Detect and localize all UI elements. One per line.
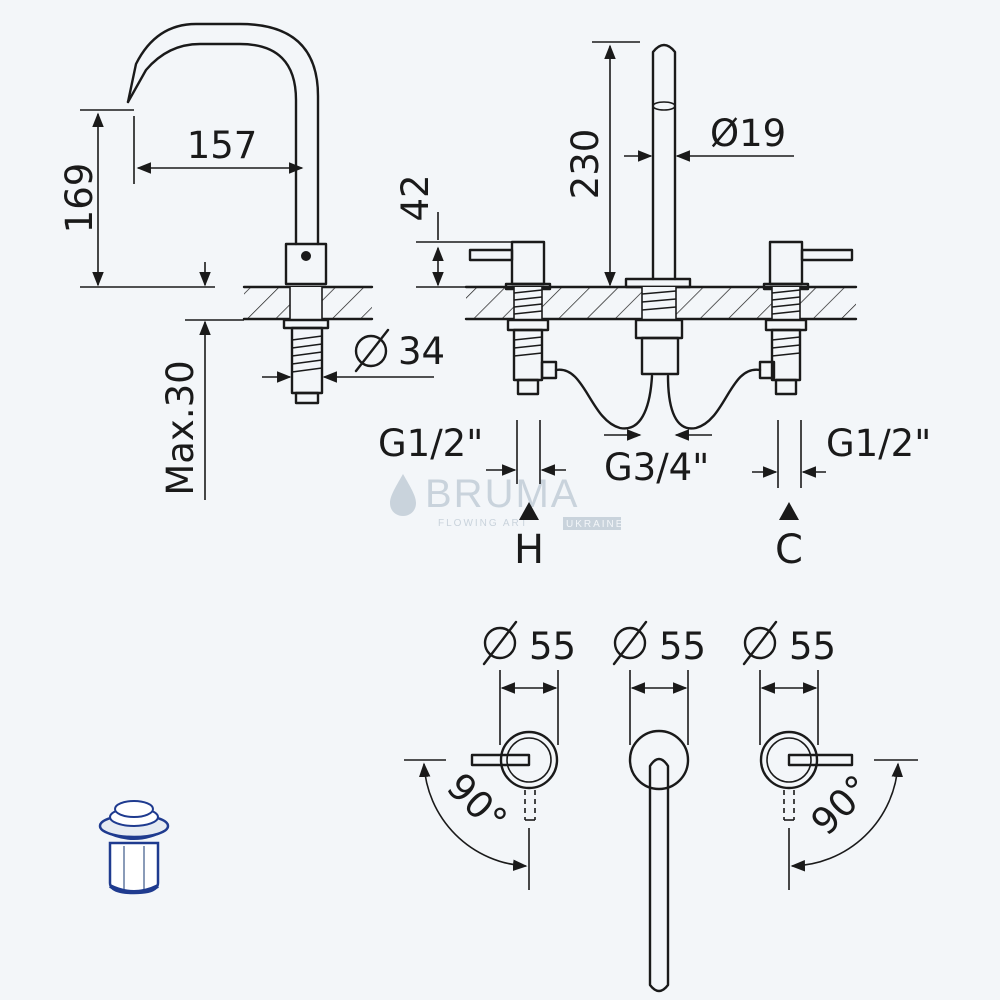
- body-screw: [301, 251, 311, 261]
- dim-tube-diameter: Ø19: [710, 112, 786, 155]
- diameter-icon: [482, 620, 518, 666]
- cold-hose: [666, 368, 762, 430]
- spout-inner: [126, 22, 320, 246]
- hot-lever: [468, 248, 514, 262]
- dim-outlet-connection: G3/4": [604, 446, 709, 489]
- watermark-tagline: FLOWING ART: [438, 518, 529, 529]
- cold-valve-body: [768, 240, 804, 286]
- hot-valve-body: [510, 240, 546, 286]
- rosette-right: [759, 730, 819, 790]
- hot-arrow-icon: [519, 502, 539, 520]
- dim-rosette-center: 55: [659, 625, 706, 668]
- diameter-icon: [612, 620, 648, 666]
- cold-lever: [800, 248, 854, 262]
- port-hot: H: [514, 527, 544, 573]
- diameter-icon: [742, 620, 778, 666]
- top-spout: [648, 757, 670, 993]
- watermark: BRUMA FLOWING ART UKRAINE: [390, 472, 624, 530]
- dim-base-diameter: 34: [398, 330, 445, 373]
- dim-max-deck: Max.30: [159, 360, 202, 495]
- top-view: 55 55 55 90° 90°: [404, 620, 918, 993]
- dim-spout-reach: 157: [187, 124, 258, 167]
- front-view: 42 230 Ø19 G1/2" G3/4" G1/2" H C: [378, 41, 931, 573]
- hot-hose: [554, 368, 654, 430]
- watermark-brand: BRUMA: [425, 472, 579, 516]
- spout-outer: [126, 42, 298, 246]
- rosette-center: [628, 729, 690, 791]
- dim-spout-height: 169: [58, 163, 101, 234]
- side-view: 169 157 Max.30 34: [58, 22, 445, 500]
- port-cold: C: [775, 527, 803, 573]
- dim-overall-height: 230: [564, 129, 607, 200]
- dim-handle-height: 42: [394, 174, 437, 221]
- dim-rosette-right: 55: [789, 625, 836, 668]
- rosette-left: [499, 730, 559, 790]
- right-top-lever: [787, 753, 854, 767]
- dim-hot-inlet: G1/2": [378, 422, 483, 465]
- popup-waste-icon: [98, 800, 170, 895]
- dim-cold-inlet: G1/2": [826, 422, 931, 465]
- center-shank: [640, 336, 680, 376]
- spout-body: [284, 242, 328, 286]
- dim-angle-left: 90°: [438, 765, 515, 842]
- drop-icon: [390, 474, 416, 516]
- watermark-badge-bg: [563, 517, 621, 530]
- dim-rosette-left: 55: [529, 625, 576, 668]
- cold-arrow-icon: [779, 502, 799, 520]
- watermark-badge: UKRAINE: [566, 519, 624, 530]
- center-spout: [651, 43, 677, 281]
- diameter-icon: [354, 328, 390, 373]
